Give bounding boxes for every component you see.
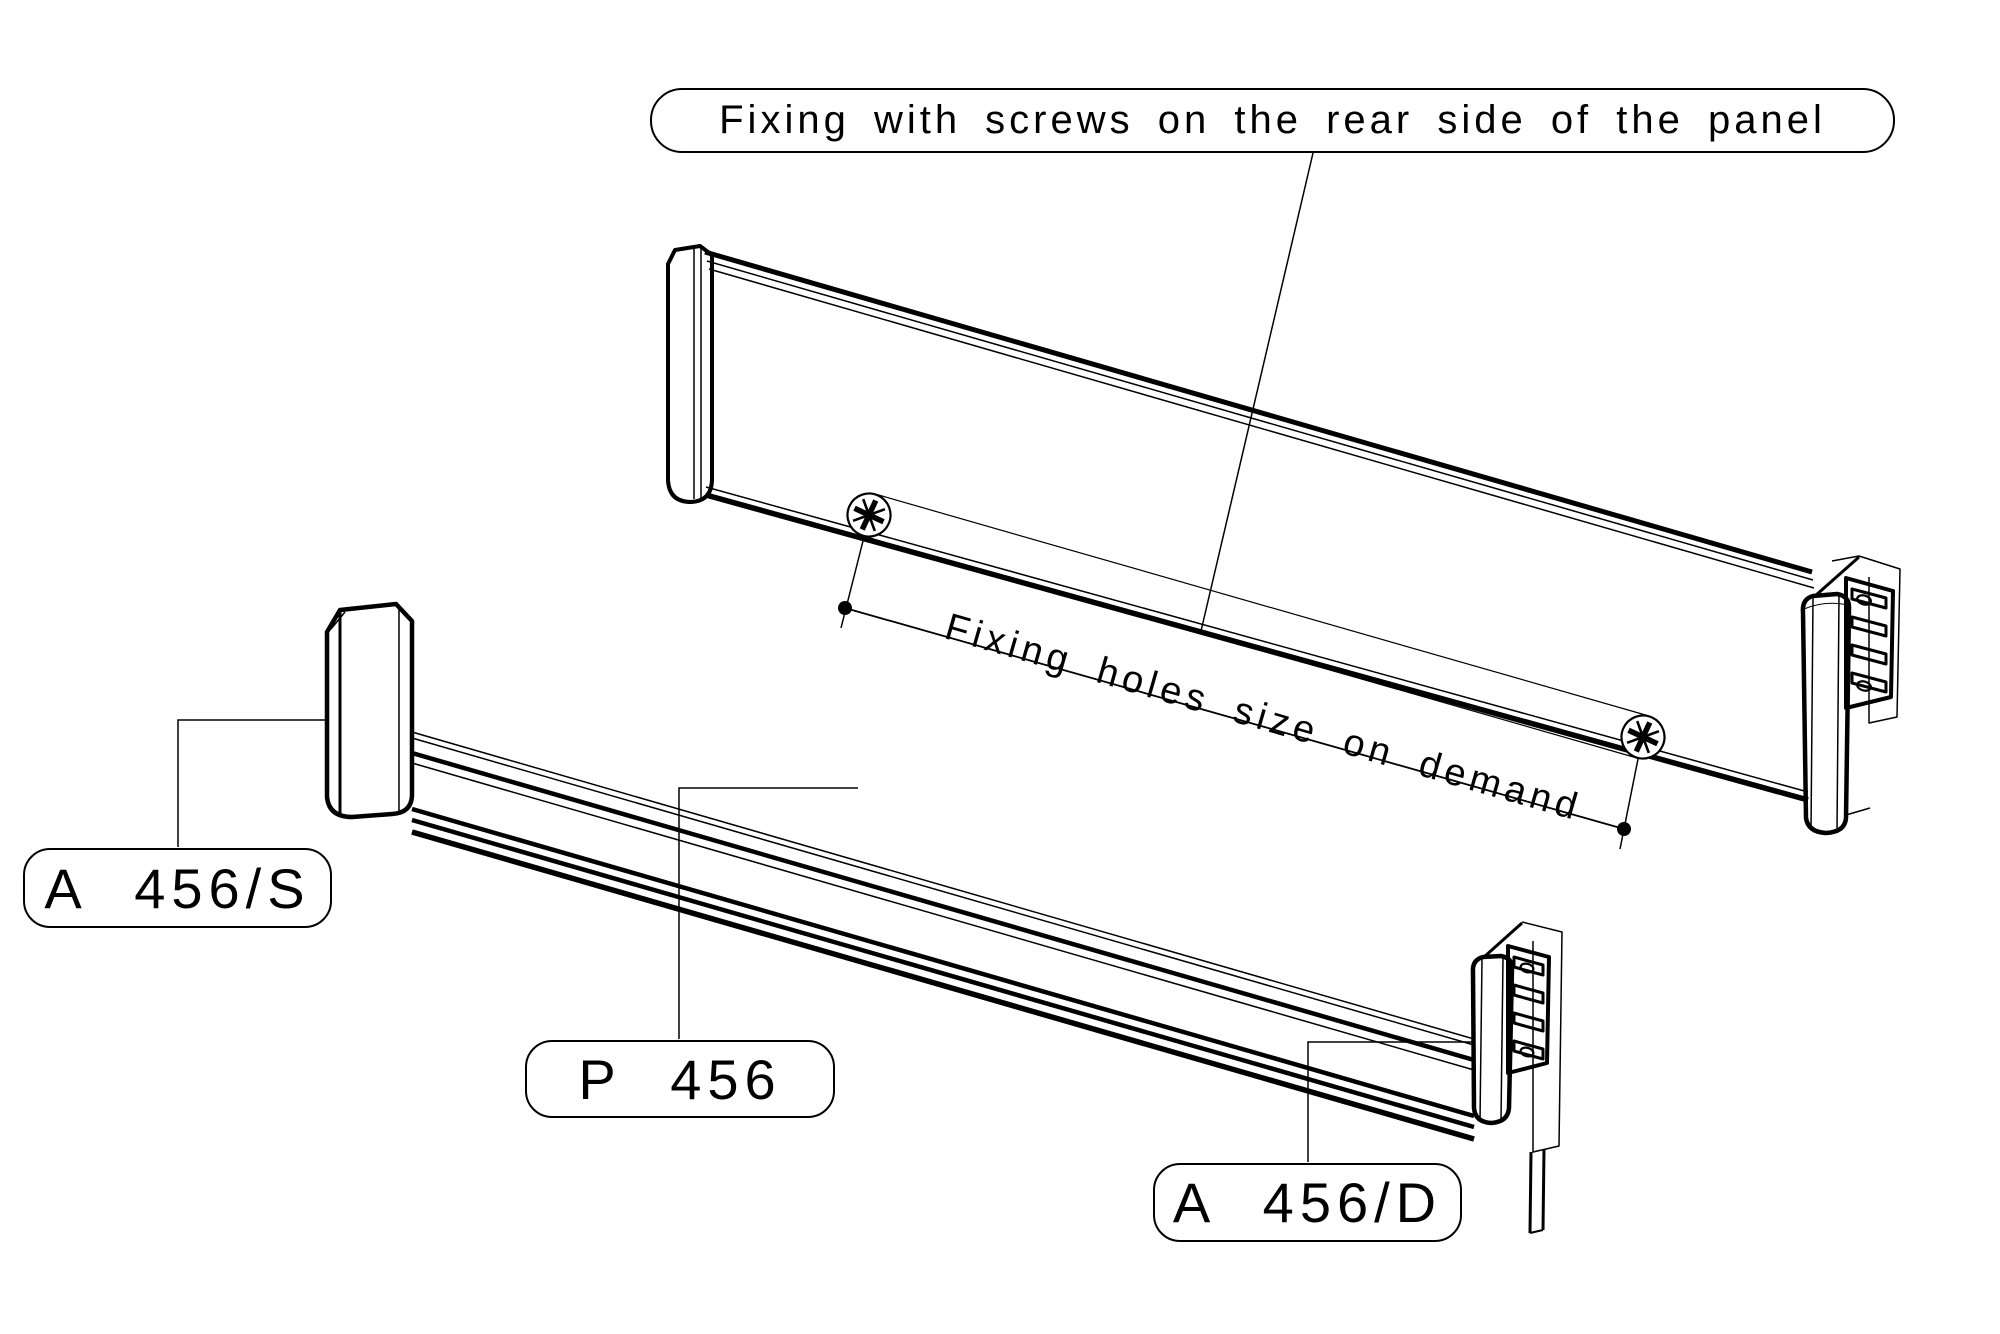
rear-cap-front-bar — [1800, 591, 1852, 836]
part-label-a456d: A 456/D — [1153, 1163, 1462, 1242]
front-cap-front-bar — [1470, 953, 1515, 1126]
title-note-text: Fixing with screws on the rear side of t… — [719, 98, 1826, 142]
profile-bottom-edge — [411, 829, 1475, 1142]
profile-top-edge — [411, 750, 1475, 1063]
leader-p456 — [678, 787, 858, 1039]
part-label-a456s-text: A 456/S — [44, 856, 311, 920]
dimension-dot — [838, 601, 852, 615]
annotation-lines — [177, 152, 1650, 1162]
profile-left-cap — [324, 601, 415, 820]
rear-panel-right-cap — [1800, 555, 1901, 836]
part-label-a456s: A 456/S — [23, 848, 332, 928]
part-label-p456-text: P 456 — [578, 1047, 782, 1111]
leader-title-note — [1200, 152, 1314, 632]
title-note-callout: Fixing with screws on the rear side of t… — [650, 88, 1895, 153]
part-label-a456d-text: A 456/D — [1172, 1171, 1443, 1234]
front-cap-bracket — [1506, 944, 1551, 1075]
rear-panel — [666, 244, 1901, 836]
rear-panel-left-cap — [666, 244, 714, 504]
leader-a456d — [1307, 1041, 1473, 1162]
front-profile-rail — [324, 601, 1563, 1234]
dimension-dot — [1617, 822, 1631, 836]
screw-icon — [1614, 708, 1671, 765]
part-label-p456: P 456 — [525, 1040, 835, 1118]
profile-right-cap — [1470, 921, 1563, 1234]
rear-panel-top-edge — [704, 249, 1813, 575]
dimension-line — [844, 607, 1625, 830]
leader-a456s — [177, 719, 327, 847]
